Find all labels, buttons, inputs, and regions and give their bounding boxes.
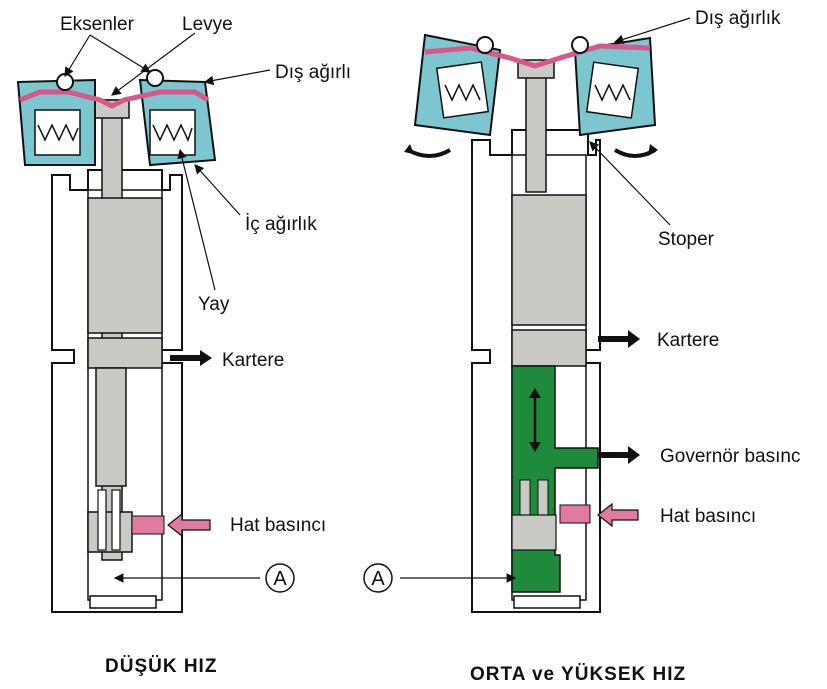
label-hat-basinci-left: Hat basıncı — [230, 515, 326, 536]
label-levye: Levye — [182, 14, 233, 35]
inner-weight-right — [435, 61, 640, 119]
label-eksenler: Eksenler — [60, 14, 135, 35]
label-hat-basinci-right: Hat basıncı — [660, 506, 756, 527]
label-dis-agirlik-right: Dış ağırlık — [695, 8, 781, 29]
caption-high-speed: ORTA ve YÜKSEK HIZ — [470, 664, 686, 685]
label-stoper: Stoper — [658, 229, 715, 250]
caption-low-speed: DÜŞÜK HIZ — [105, 656, 217, 677]
spring-left-b — [152, 123, 193, 143]
label-governor-basinci: Governör basınc — [660, 446, 800, 467]
pivot-right-a — [476, 36, 494, 54]
kartere-arrow-right — [598, 330, 640, 348]
pivot-right-b — [571, 36, 589, 54]
valve-land-upper-left — [87, 197, 163, 334]
marker-a-right: A — [371, 568, 385, 590]
line-pressure-port-left — [131, 515, 165, 535]
line-pressure-arrow-left — [167, 512, 211, 538]
pivot-left-a — [56, 73, 74, 91]
inner-weight-left — [34, 109, 196, 156]
pivot-left-b — [146, 69, 164, 87]
marker-a-left: A — [273, 568, 287, 590]
valve-land-middle-left — [87, 337, 163, 369]
lever-right — [424, 43, 651, 69]
label-kartere-left: Kartere — [222, 350, 284, 371]
low-speed-governor — [16, 32, 295, 613]
lever-left — [19, 89, 210, 109]
valve-land-lower-left — [87, 511, 133, 553]
label-kartere-right: Kartere — [657, 330, 719, 351]
spring-right-b — [594, 83, 631, 102]
spring-left-a — [37, 123, 79, 142]
line-pressure-port-right — [559, 504, 591, 524]
valve-spool-stem-right — [525, 71, 547, 193]
spring-right-a — [444, 83, 481, 102]
label-ic-agirlik: İç ağırlık — [245, 214, 317, 235]
high-speed-governor — [363, 17, 691, 613]
label-dis-agirlik-left: Dış ağırlı — [275, 62, 351, 83]
kartere-arrow-left — [170, 350, 212, 366]
line-pressure-arrow-right — [597, 502, 639, 528]
governor-pressure-arrow — [598, 446, 640, 464]
label-yay: Yay — [198, 294, 230, 315]
